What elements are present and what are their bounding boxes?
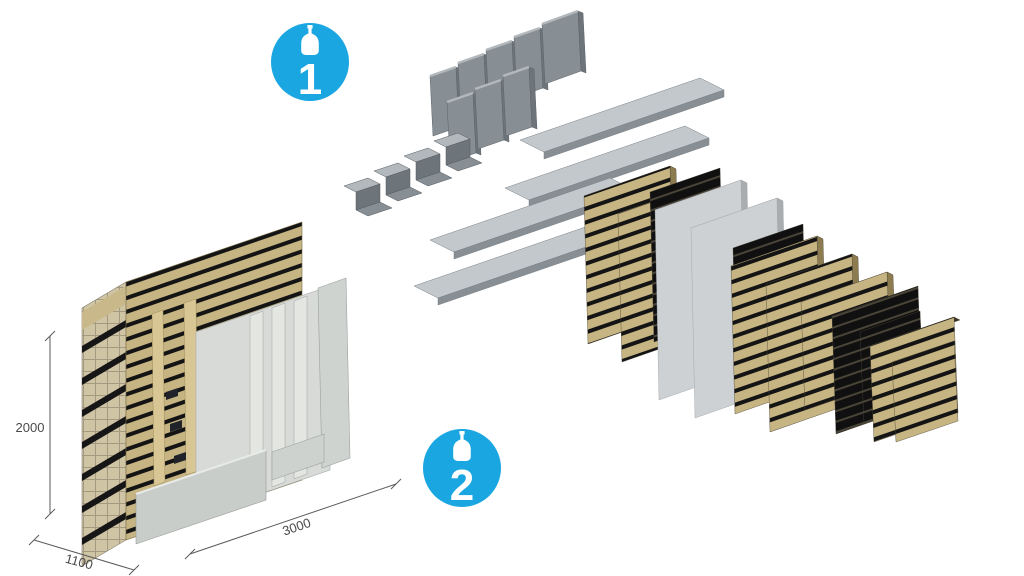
bottle-icon [301,25,319,55]
badge-2: 2 [423,429,501,510]
z-bracket [343,177,393,217]
plinth-board-small [271,433,325,481]
z-brackets [343,132,483,217]
wall-z-brackets [166,388,186,464]
z-bracket [403,147,453,187]
badge-1-circle [271,23,349,101]
edge-panel [317,277,351,469]
metal-planks [413,77,725,306]
wall-mockup [81,221,351,567]
badge-2-number: 2 [450,461,474,510]
badge-1-number: 1 [298,55,322,104]
hat-profile [502,65,538,137]
slat-panel-wood [891,340,959,443]
dimension-depth: 1100 [28,534,140,576]
wood-batten [151,309,166,487]
metal-hat-profiles [429,9,587,163]
wall-end-black-bands [82,320,126,545]
slat-panels-array [583,165,961,443]
badge-1: 1 [271,23,349,104]
badge-2-circle [423,429,501,507]
dimension-length-label: 3000 [280,515,312,539]
dimension-depth-label: 1100 [64,551,95,573]
dimension-height-label: 2000 [16,420,45,435]
bottle-icon [453,431,471,461]
plinth-highlight [135,449,267,495]
hat-profile [541,9,587,85]
metal-plank [519,77,725,160]
z-bracket [373,162,423,202]
gray-battens [249,295,308,496]
z-bracket [433,132,483,172]
wall-end-top-strip [82,286,126,330]
metal-plank [504,125,710,208]
dimension-height: 2000 [16,330,56,520]
